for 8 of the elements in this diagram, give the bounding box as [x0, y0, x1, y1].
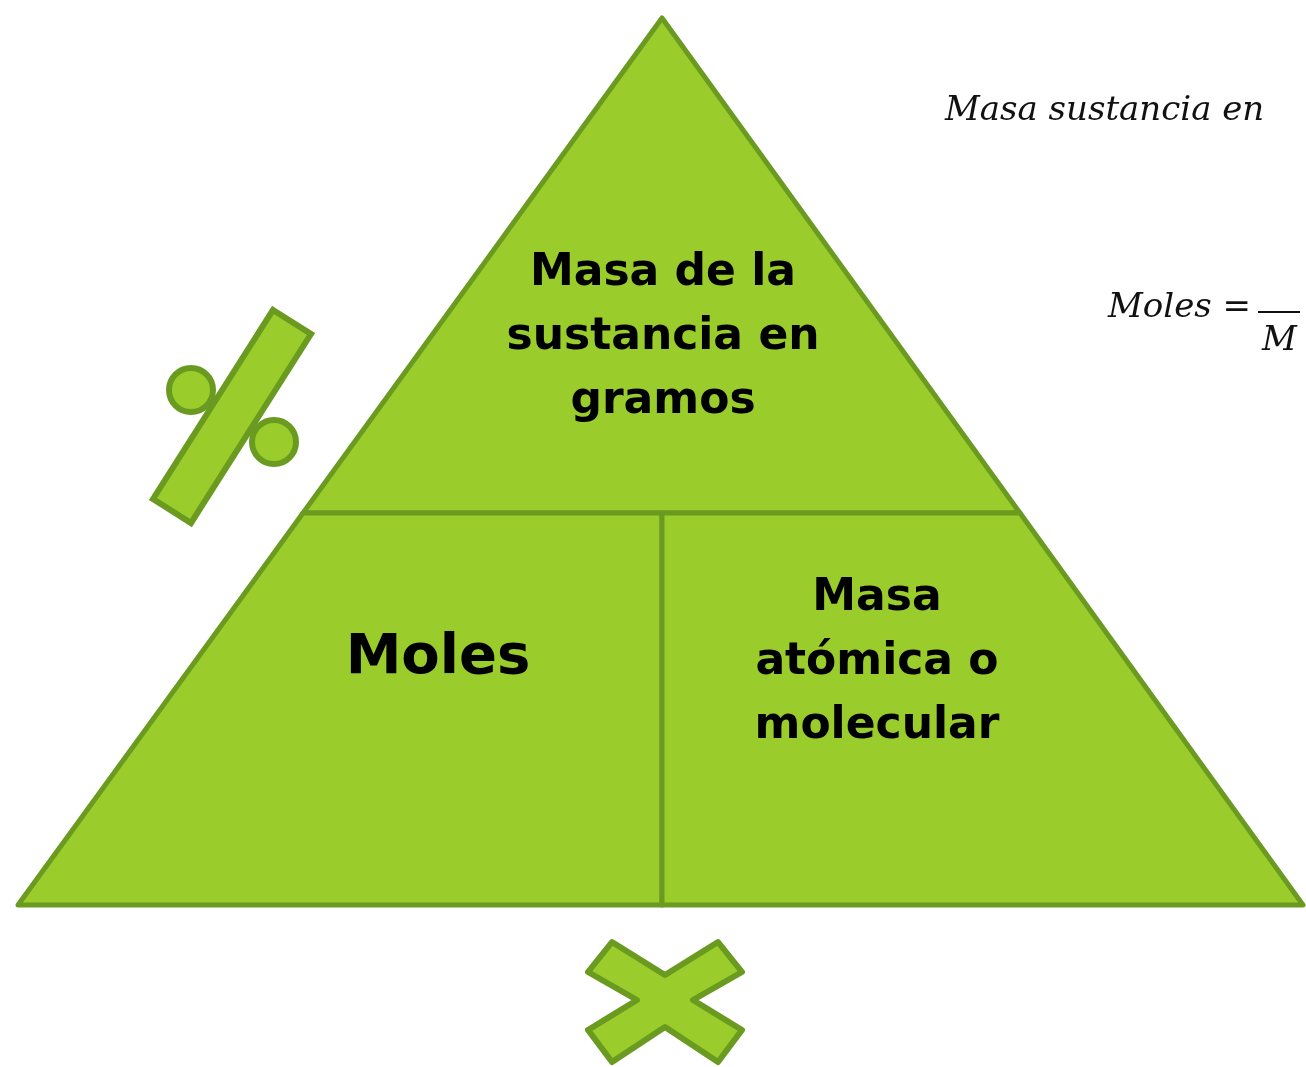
section-text: Masa atómica o molecular	[753, 568, 1001, 750]
section-text: Masa de la sustancia en gramos	[505, 243, 821, 425]
bottom-right-section	[662, 513, 1303, 905]
formula-text: Moles =	[1108, 285, 1252, 325]
denominator-text: M	[1262, 318, 1297, 358]
section-text: Moles	[344, 620, 532, 688]
formula-text: Masa sustancia en	[945, 88, 1265, 128]
bottom-left-section	[18, 513, 662, 905]
